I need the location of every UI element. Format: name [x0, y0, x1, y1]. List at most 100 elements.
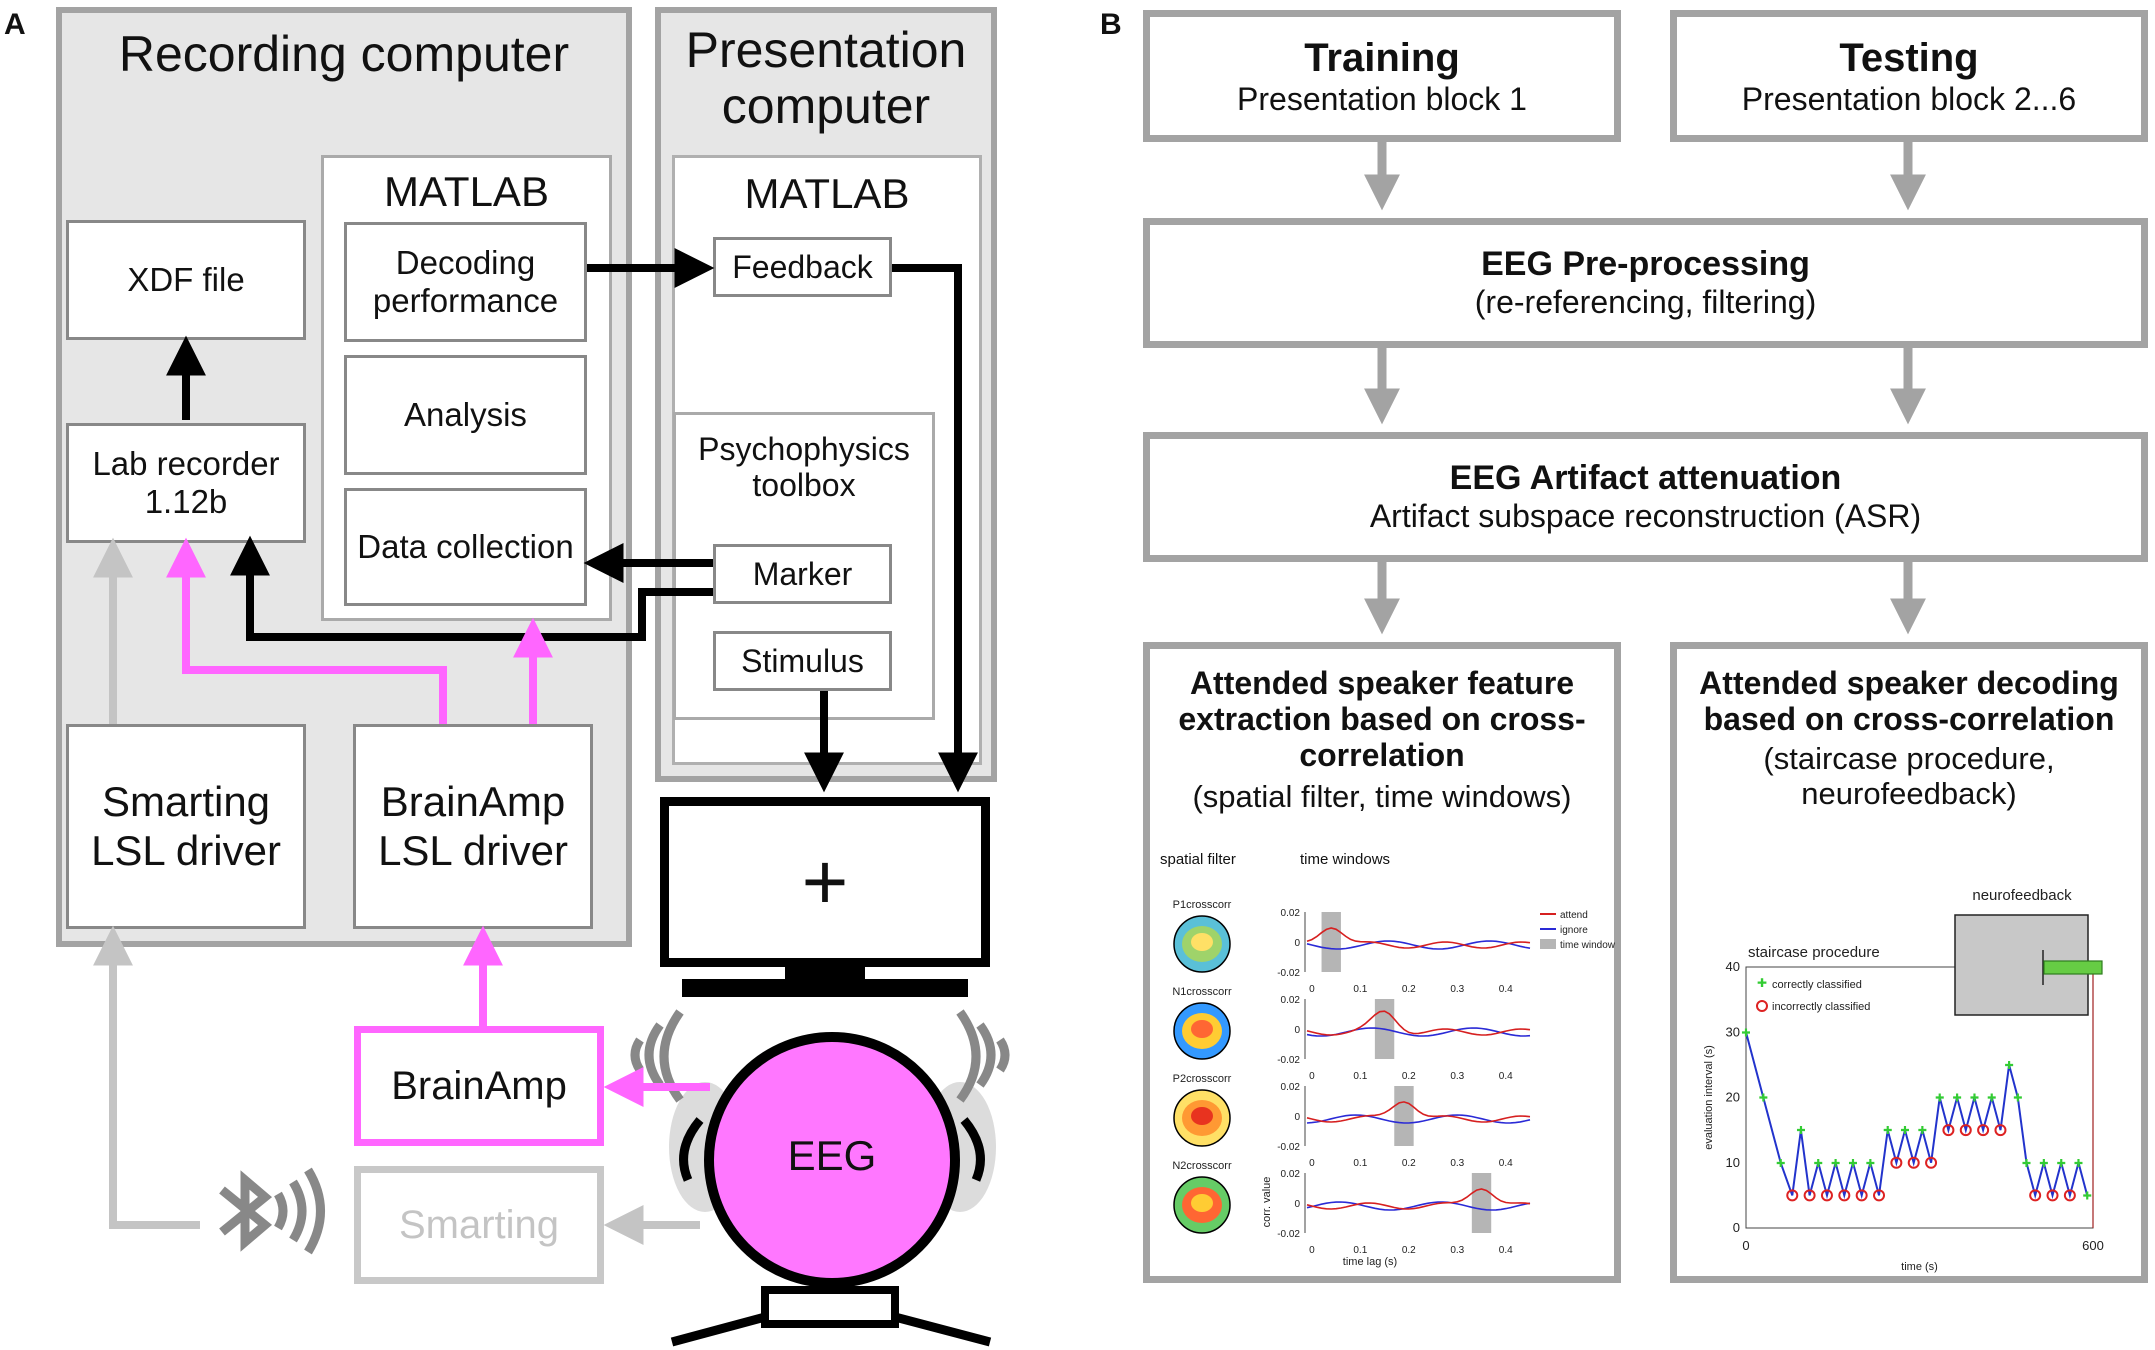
feat-xtick-3-0: 0	[1309, 1245, 1315, 1256]
head-eeg-cap	[704, 1032, 960, 1288]
attend-curve-3	[1306, 1188, 1531, 1210]
decoding-subtitle: (staircase procedure, neurofeedback)	[1763, 741, 2055, 811]
feat-legend-label-1: ignore	[1560, 925, 1588, 936]
bluetooth-icon	[219, 1167, 325, 1255]
presentation-computer-title: Presentation computer	[685, 22, 967, 134]
stair-point-correct: ✚	[1759, 1093, 1768, 1105]
feat-ytick-1-2: -0.02	[1277, 1055, 1300, 1066]
feat-ytick-1-0: 0.02	[1281, 995, 1301, 1006]
stair-point-correct: ✚	[1952, 1093, 1961, 1105]
training-subtitle: Presentation block 1	[1237, 80, 1527, 117]
feat-legend-label-0: attend	[1560, 910, 1588, 921]
feat-xtick-0-2: 0.2	[1402, 984, 1416, 995]
stimulus-box: Stimulus	[713, 631, 892, 691]
stair-point-correct: ✚	[2083, 1190, 2092, 1202]
feat-xtick-2-3: 0.3	[1450, 1158, 1464, 1169]
stair-point-incorrect	[1820, 1189, 1833, 1202]
legend-incorrect-icon	[1756, 1000, 1768, 1012]
preprocessing-subtitle: (re-referencing, filtering)	[1474, 284, 1817, 321]
neck	[761, 1286, 899, 1328]
smarting-amp-box: Smarting	[354, 1166, 604, 1284]
stair-point-incorrect	[1907, 1156, 1920, 1169]
stair-point-incorrect	[2029, 1189, 2042, 1202]
testing-title: Testing	[1839, 35, 1979, 80]
topomap-label-P1crosscorr: P1crosscorr	[1173, 899, 1232, 911]
arrow-marker-to-labrecorder	[230, 535, 713, 641]
smarting-lsl-driver-label: Smarting LSL driver	[91, 778, 281, 874]
attend-curve-1	[1306, 1010, 1531, 1036]
stair-legend-correct: correctly classified	[1772, 979, 1862, 991]
topomap-label-N1crosscorr: N1crosscorr	[1172, 986, 1232, 998]
psychtoolbox-label: Psychophysics toolbox	[698, 431, 910, 503]
decoding-performance-box: Decoding performance	[344, 222, 587, 342]
presentation-matlab-label: MATLAB	[744, 170, 910, 217]
preprocessing-title: EEG Pre-processing	[1481, 245, 1810, 284]
stair-point-incorrect	[1942, 1124, 1955, 1137]
xdf-file-label: XDF file	[127, 261, 245, 299]
feature-extraction-subtitle: (spatial filter, time windows)	[1192, 779, 1572, 814]
testing-subtitle: Presentation block 2...6	[1741, 80, 2077, 117]
feat-xtick-3-2: 0.2	[1402, 1245, 1416, 1256]
arrow-feedback-to-monitor	[892, 264, 978, 793]
feedback-box: Feedback	[713, 237, 892, 297]
feature-extraction-title: Attended speaker feature extraction base…	[1178, 665, 1586, 773]
feat-xtick-3-4: 0.4	[1499, 1245, 1513, 1256]
decoding-performance-label: Decoding performance	[372, 244, 559, 319]
marker-box: Marker	[713, 544, 892, 604]
stair-legend-incorrect: incorrectly classified	[1772, 1001, 1870, 1013]
right-ear-outline	[960, 1117, 985, 1182]
time-window-2	[1394, 1086, 1414, 1146]
stair-point-correct: ✚	[1831, 1158, 1840, 1170]
stair-point-incorrect	[1803, 1189, 1816, 1202]
stair-point-correct: ✚	[2005, 1060, 2014, 1072]
stair-xtick-0: 0	[1742, 1238, 1749, 1253]
feat-xtick-0-1: 0.1	[1353, 984, 1367, 995]
stair-point-correct: ✚	[2074, 1158, 2083, 1170]
stair-point-incorrect	[1838, 1189, 1851, 1202]
feat-xtick-1-4: 0.4	[1499, 1071, 1513, 1082]
feat-ytick-2-1: 0	[1294, 1112, 1300, 1123]
testing-box: Testing Presentation block 2...6	[1670, 10, 2148, 142]
time-window-3	[1471, 1173, 1492, 1233]
stair-point-correct: ✚	[1970, 1093, 1979, 1105]
data-collection-label: Data collection	[357, 528, 574, 566]
xdf-file-box: XDF file	[66, 220, 306, 340]
topomap-core-P1crosscorr	[1191, 933, 1213, 951]
stair-point-correct: ✚	[1866, 1158, 1875, 1170]
feat-ylabel: corr. value	[1261, 1177, 1273, 1228]
stair-point-incorrect	[1925, 1156, 1938, 1169]
stair-point-incorrect	[1890, 1156, 1903, 1169]
right-speaker-sound-icon	[956, 1009, 1010, 1103]
feat-xlabel: time lag (s)	[1343, 1256, 1397, 1268]
feat-legend-swatch-2	[1540, 939, 1556, 949]
left-ear-outline	[679, 1117, 704, 1182]
stair-point-correct: ✚	[1883, 1125, 1892, 1137]
stair-xtick-1: 600	[2082, 1238, 2104, 1253]
feat-xtick-1-3: 0.3	[1450, 1071, 1464, 1082]
fixation-cross: +	[801, 837, 849, 926]
feat-ytick-2-0: 0.02	[1281, 1082, 1301, 1093]
artifact-subtitle: Artifact subspace reconstruction (ASR)	[1369, 498, 1922, 535]
feat-ytick-1-1: 0	[1294, 1025, 1300, 1036]
neurofeedback-bar	[2043, 960, 2103, 975]
brainamp-lsl-driver-box: BrainAmp LSL driver	[353, 724, 593, 929]
stair-point-correct: ✚	[1796, 1125, 1805, 1137]
brainamp-lsl-driver-label: BrainAmp LSL driver	[378, 778, 568, 874]
arrow-brainampdriver-to-labrecorder	[166, 537, 447, 724]
shoulders	[670, 1312, 992, 1347]
stair-point-incorrect	[1959, 1124, 1972, 1137]
smarting-lsl-driver-box: Smarting LSL driver	[66, 724, 306, 929]
feat-ytick-2-2: -0.02	[1277, 1142, 1300, 1153]
stair-point-correct: ✚	[1848, 1158, 1857, 1170]
stair-point-correct: ✚	[1935, 1093, 1944, 1105]
brainamp-label: BrainAmp	[391, 1064, 567, 1108]
preprocessing-box: EEG Pre-processing (re-referencing, filt…	[1143, 218, 2148, 348]
feat-legend-label-2: time window	[1560, 940, 1616, 951]
artifact-attenuation-box: EEG Artifact attenuation Artifact subspa…	[1143, 432, 2148, 562]
monitor-neck	[785, 967, 865, 981]
smarting-amp-label: Smarting	[398, 1203, 560, 1247]
stair-point-correct: ✚	[2022, 1158, 2031, 1170]
